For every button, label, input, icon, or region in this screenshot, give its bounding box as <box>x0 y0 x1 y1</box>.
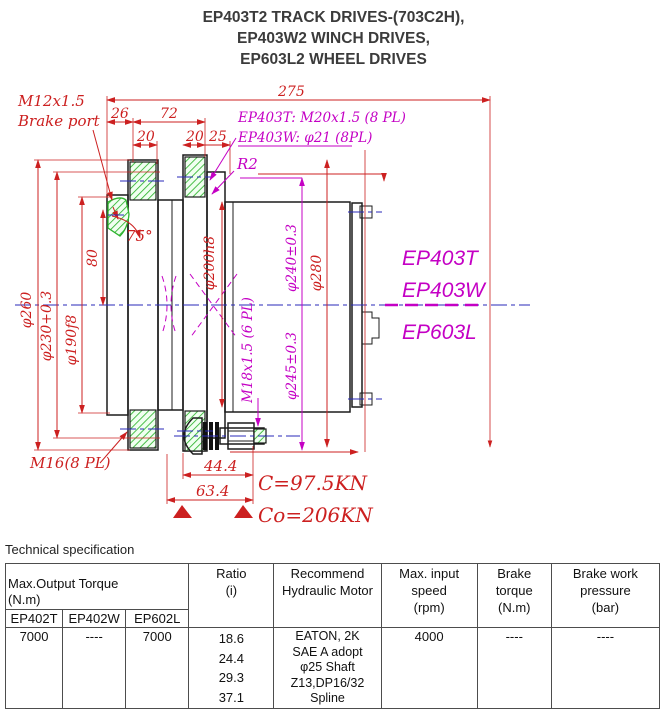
dim-dia-280: φ280 <box>309 255 325 292</box>
cell-brake-torque: ---- <box>476 627 552 709</box>
header-torque-line2: (N.m) <box>8 592 41 607</box>
top-dimensions: 275 26 72 20 20 25 <box>106 84 493 448</box>
dim-dia-260: φ260 <box>19 292 35 329</box>
title-line-1: EP403T2 TRACK DRIVES-(703C2H), <box>202 9 465 26</box>
header-max-input-speed: Max. input speed (rpm) <box>380 563 478 628</box>
dim-dia-230: φ230+0.3 <box>39 291 55 362</box>
brake-port-detail <box>107 197 130 237</box>
dim-63-4: 63.4 <box>196 482 229 500</box>
header-brake-torque: Brake torque (N.m) <box>476 563 552 628</box>
cell-torque-ep602l: 7000 <box>125 627 190 709</box>
model-label-ep403t: EP403T <box>402 247 480 270</box>
note-r2: R2 <box>236 155 258 173</box>
dim-20a: 20 <box>136 129 155 145</box>
dim-dia-245: φ245±0.3 <box>284 332 300 400</box>
dim-angle-75: 75° <box>126 227 153 245</box>
label-brake-port: Brake port <box>17 112 101 130</box>
cell-torque-ep402t: 7000 <box>4 627 64 709</box>
load-rating-dynamic: C=97.5KN <box>258 471 369 495</box>
dim-dia-190: φ190f8 <box>64 315 80 366</box>
dim-26: 26 <box>110 106 129 122</box>
page-title: EP403T2 TRACK DRIVES-(703C2H), EP403W2 W… <box>0 7 667 70</box>
header-torque-line1: Max.Output Torque <box>8 576 119 591</box>
dim-dia-240: φ240±0.3 <box>284 224 300 292</box>
label-brake-port-thread: M12x1.5 <box>17 92 85 110</box>
header-max-output-torque: Max.Output Torque (N.m) <box>4 563 190 610</box>
cell-torque-ep402w: ---- <box>62 627 127 709</box>
title-line-3: EP603L2 WHEEL DRIVES <box>240 51 427 68</box>
subheader-ep402w: EP402W <box>62 609 127 628</box>
dim-72: 72 <box>160 106 178 122</box>
dim-dia-200: φ200h8 <box>202 236 218 291</box>
dim-80: 80 <box>85 249 101 267</box>
note-ep403t-thread: EP403T: M20x1.5 (8 PL) <box>237 110 406 126</box>
technical-specification-table: Max.Output Torque (N.m) Ratio (i) Recomm… <box>4 563 661 709</box>
technical-drawing: 275 26 72 20 20 25 φ260 φ230+0.3 <box>15 84 530 527</box>
model-label-ep603l: EP603L <box>402 321 477 344</box>
bottom-dimensions: 44.4 63.4 C=97.5KN Co=206KN <box>166 446 374 527</box>
title-line-2: EP403W2 WINCH DRIVES, <box>237 30 430 47</box>
note-m18-thread: M18x1.5 (6 PL) <box>240 297 256 404</box>
wheel-stud-detail <box>174 417 300 455</box>
red-leader-labels: M12x1.5 Brake port M16(8 PL) <box>17 92 128 472</box>
cell-motor: EATON, 2K SAE A adopt φ25 Shaft Z13,DP16… <box>273 627 382 709</box>
diameter-dimensions: φ260 φ230+0.3 φ190f8 80 75° φ200h8 φ280 <box>19 150 366 452</box>
section-heading: Technical specification <box>5 542 135 557</box>
load-point-marker-2 <box>234 505 253 518</box>
header-recommend-motor: Recommend Hydraulic Motor <box>273 563 382 628</box>
note-ep403w-hole: EP403W: φ21 (8PL) <box>237 130 372 146</box>
header-brake-work-pressure: Brake work pressure (bar) <box>550 563 661 628</box>
subheader-ep402t: EP402T <box>4 609 64 628</box>
dim-20b: 20 <box>185 129 204 145</box>
hatched-flange-sections <box>129 156 206 452</box>
dim-overall-length: 275 <box>277 84 305 100</box>
dim-44-4: 44.4 <box>203 457 237 475</box>
cell-max-input-speed: 4000 <box>380 627 478 709</box>
header-ratio: Ratio (i) <box>188 563 275 628</box>
dim-25: 25 <box>208 129 227 145</box>
note-m16-bolts: M16(8 PL) <box>29 454 111 472</box>
load-rating-static: Co=206KN <box>258 503 374 527</box>
magenta-annotations: φ240±0.3 φ245±0.3 EP403T: M20x1.5 (8 PL)… <box>209 110 487 451</box>
cell-brake-pressure: ---- <box>550 627 661 709</box>
model-label-ep403w: EP403W <box>402 279 487 302</box>
table-row: 7000 ---- 7000 18.6 24.4 29.3 37.1 EATON… <box>4 627 661 709</box>
gear-mesh-marks <box>161 273 238 339</box>
cell-ratios: 18.6 24.4 29.3 37.1 <box>188 627 275 709</box>
subheader-ep602l: EP602L <box>125 609 190 628</box>
load-point-marker-1 <box>173 505 192 518</box>
